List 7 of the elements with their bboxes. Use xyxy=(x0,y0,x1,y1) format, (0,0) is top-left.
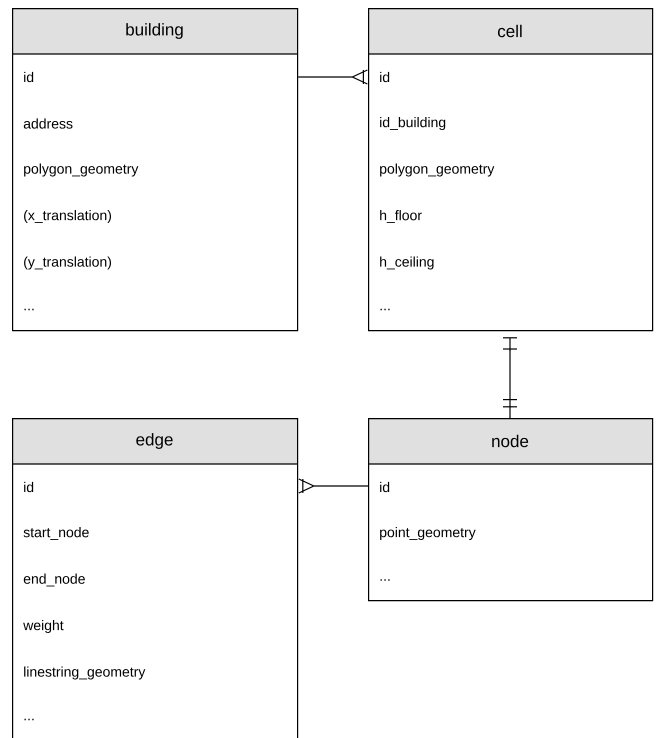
relationship-line xyxy=(298,69,368,85)
entity-table: building id address polygon_geometry (x_translation) (y_translation) ... xyxy=(12,8,298,332)
relationship-line xyxy=(503,337,517,418)
entity-table: node id point_geometry ... xyxy=(368,418,654,602)
entity-table: cell id id_building polygon_geometry h_floor h_ceiling ... xyxy=(368,8,654,332)
relationship-line xyxy=(298,478,368,494)
entity-table: edge id start_node end_node weight linestring_geometry ... xyxy=(12,418,298,738)
